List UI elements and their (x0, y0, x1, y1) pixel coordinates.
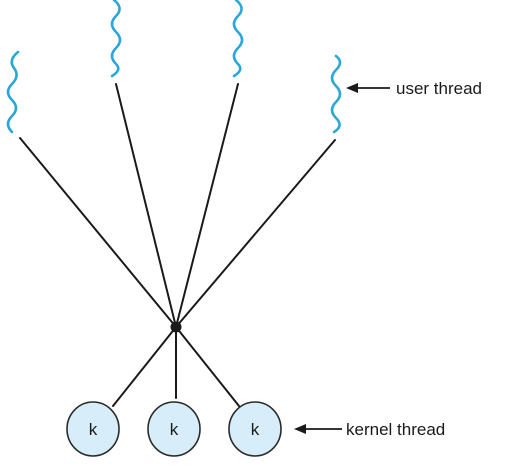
user-link-3 (175, 83, 239, 328)
junction-dot (170, 321, 182, 333)
kernel-thread-circle-1 (66, 401, 120, 457)
user-links (19, 83, 336, 328)
user-thread-2 (110, 0, 122, 78)
kernel-links (112, 326, 240, 407)
user-thread-callout: user thread (346, 79, 482, 98)
user-thread-label: user thread (396, 79, 482, 98)
kernel-thread-label: kernel thread (346, 420, 445, 439)
user-thread-arrowhead (346, 83, 358, 93)
user-link-4 (175, 139, 336, 328)
kernel-thread-3: k (228, 401, 282, 457)
kernel-thread-2: k (147, 401, 201, 457)
kernel-threads: k k k (66, 401, 282, 457)
kernel-thread-circle-3 (228, 401, 282, 457)
kernel-link-3 (175, 326, 240, 407)
kernel-thread-callout: kernel thread (294, 420, 445, 439)
user-thread-4 (330, 54, 342, 134)
user-link-1 (19, 137, 177, 328)
kernel-thread-label-2: k (170, 420, 179, 439)
kernel-thread-arrowhead (294, 424, 306, 434)
user-threads (6, 0, 342, 134)
kernel-thread-label-1: k (89, 420, 98, 439)
kernel-thread-label-3: k (251, 420, 260, 439)
user-thread-1 (6, 50, 20, 134)
kernel-link-1 (112, 326, 177, 407)
user-link-2 (115, 83, 177, 328)
kernel-thread-1: k (66, 401, 120, 457)
kernel-thread-circle-2 (147, 401, 201, 457)
user-thread-3 (232, 0, 244, 78)
